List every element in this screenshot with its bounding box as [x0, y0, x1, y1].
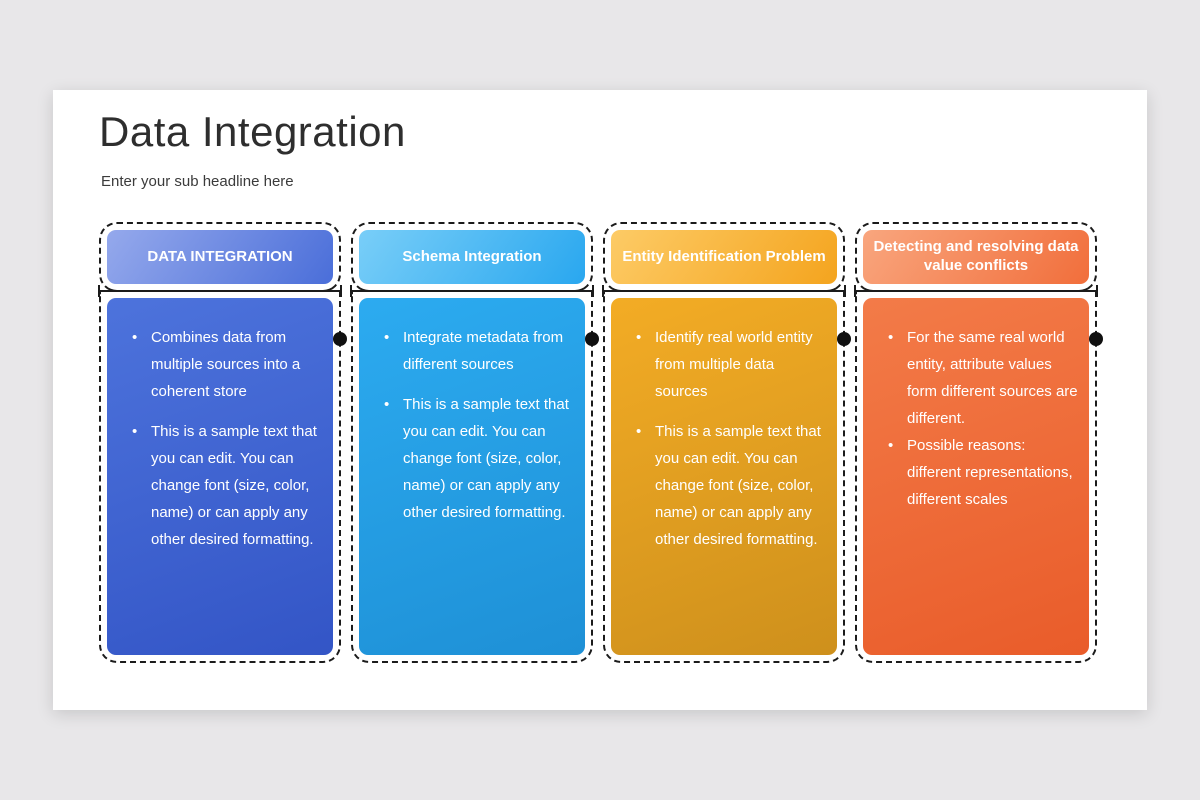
bullet-item: Combines data from multiple sources into… — [125, 324, 323, 405]
column-body-card: For the same real world entity, attribut… — [863, 298, 1089, 655]
header-body-separator — [350, 285, 594, 297]
connector-dot — [837, 332, 851, 346]
bullet-item: For the same real world entity, attribut… — [881, 324, 1079, 432]
bullet-item: Integrate metadata from different source… — [377, 324, 575, 378]
dashed-header-frame: Entity Identification Problem — [603, 222, 845, 292]
page-title: Data Integration — [99, 108, 406, 155]
column-entity-identification: Entity Identification Problem Identify r… — [602, 222, 851, 663]
bullet-item: This is a sample text that you can edit.… — [125, 418, 323, 553]
dashed-body-frame: Combines data from multiple sources into… — [99, 292, 347, 663]
column-data-integration: DATA INTEGRATION Combines data from mult… — [98, 222, 347, 663]
dashed-header-frame: Schema Integration — [351, 222, 593, 292]
bullet-item: This is a sample text that you can edit.… — [377, 391, 575, 526]
column-body-card: Combines data from multiple sources into… — [107, 298, 333, 655]
dashed-body-frame: Identify real world entity from multiple… — [603, 292, 851, 663]
column-header-card: Schema Integration — [359, 230, 585, 284]
column-body-card: Identify real world entity from multiple… — [611, 298, 837, 655]
column-value-conflicts: Detecting and resolving data value confl… — [854, 222, 1103, 663]
dashed-body-frame: For the same real world entity, attribut… — [855, 292, 1103, 663]
columns-row: DATA INTEGRATION Combines data from mult… — [98, 222, 1103, 663]
bullet-item: Possible reasons: different representati… — [881, 432, 1079, 513]
bullet-list: For the same real world entity, attribut… — [881, 324, 1079, 513]
column-header-card: DATA INTEGRATION — [107, 230, 333, 284]
slide-canvas: Data Integration Enter your sub headline… — [53, 90, 1147, 710]
bullet-item: Identify real world entity from multiple… — [629, 324, 827, 405]
connector-dot — [333, 332, 347, 346]
page-subtitle: Enter your sub headline here — [101, 173, 294, 190]
bullet-item: This is a sample text that you can edit.… — [629, 418, 827, 553]
bullet-list: Combines data from multiple sources into… — [125, 324, 323, 553]
column-header-card: Detecting and resolving data value confl… — [863, 230, 1089, 284]
column-schema-integration: Schema Integration Integrate metadata fr… — [350, 222, 599, 663]
bullet-list: Identify real world entity from multiple… — [629, 324, 827, 553]
dashed-header-frame: DATA INTEGRATION — [99, 222, 341, 292]
dashed-header-frame: Detecting and resolving data value confl… — [855, 222, 1097, 292]
header-body-separator — [98, 285, 342, 297]
bullet-list: Integrate metadata from different source… — [377, 324, 575, 526]
connector-dot — [585, 332, 599, 346]
dashed-body-frame: Integrate metadata from different source… — [351, 292, 599, 663]
column-body-card: Integrate metadata from different source… — [359, 298, 585, 655]
column-header-card: Entity Identification Problem — [611, 230, 837, 284]
header-body-separator — [854, 285, 1098, 297]
header-body-separator — [602, 285, 846, 297]
connector-dot — [1089, 332, 1103, 346]
